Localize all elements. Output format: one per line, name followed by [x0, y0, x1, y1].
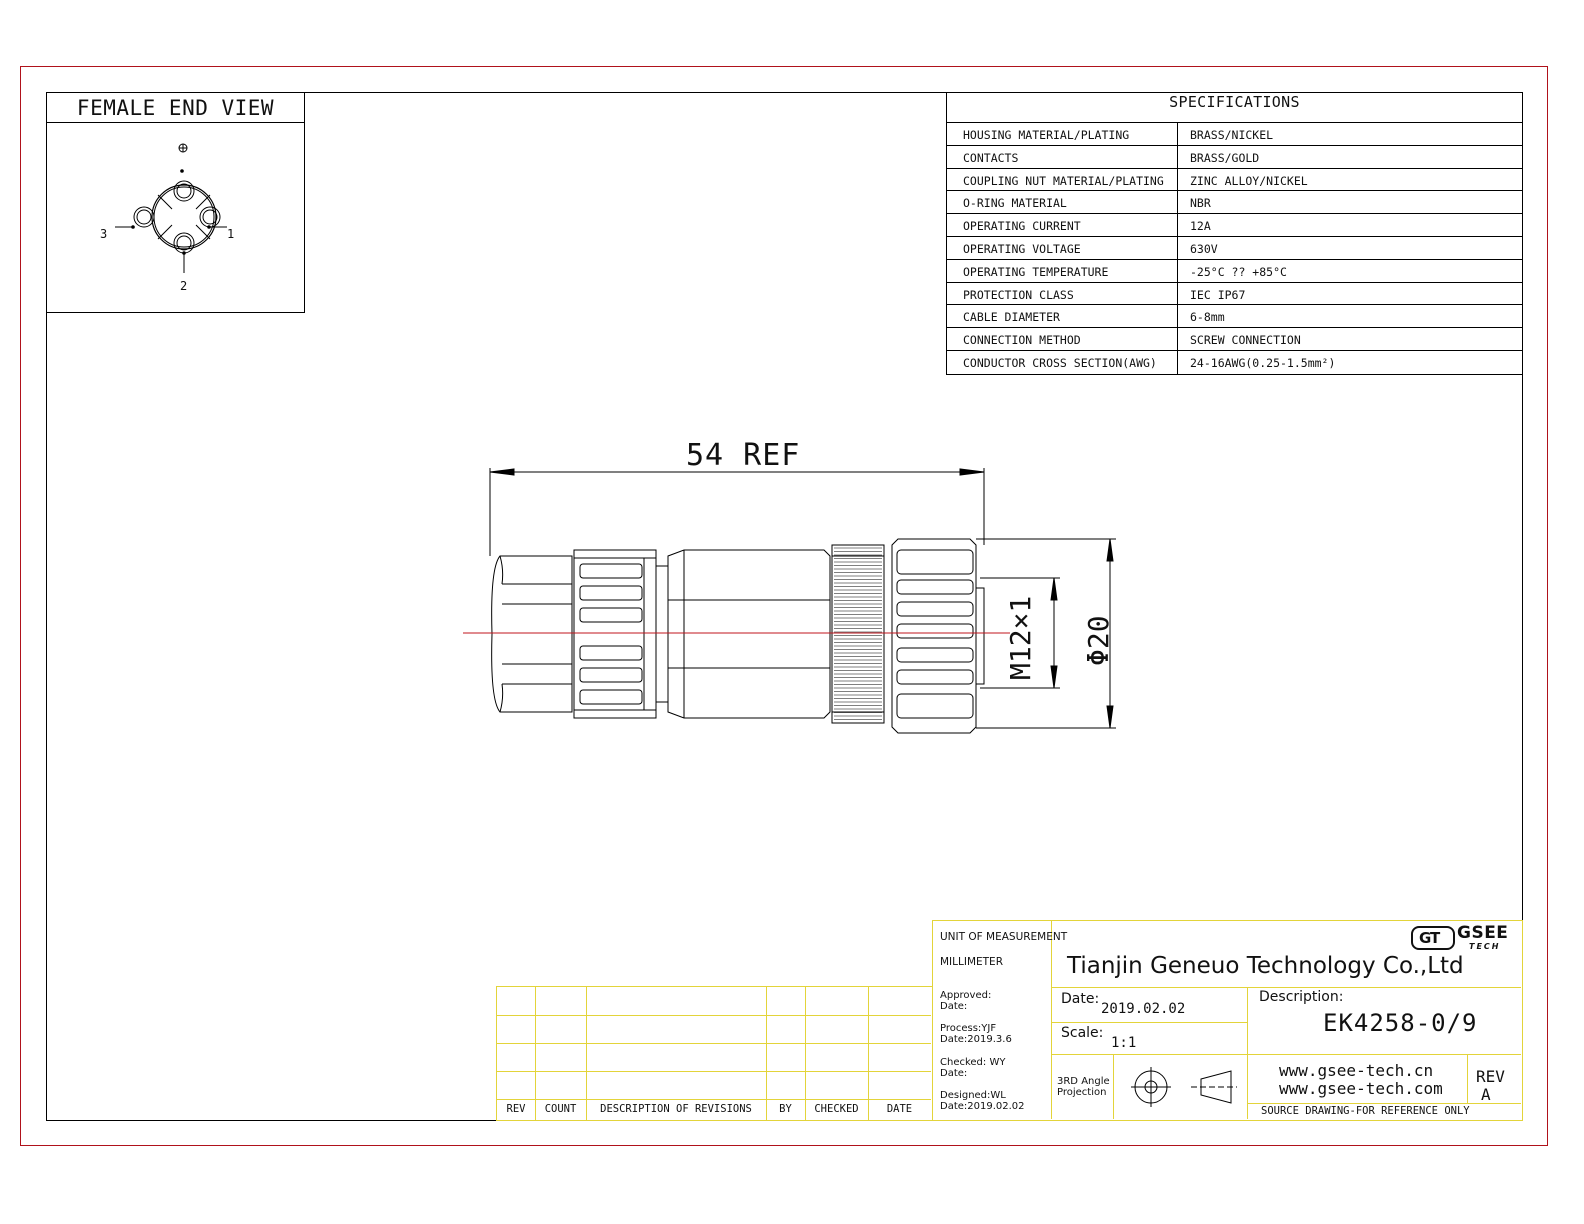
specifications-table: SPECIFICATIONS HOUSING MATERIAL/PLATING B… — [946, 92, 1523, 375]
spec-row: CONDUCTOR CROSS SECTION(AWG) 24-16AWG(0.2… — [947, 350, 1522, 374]
spec-key: OPERATING VOLTAGE — [947, 236, 1178, 259]
projection-line-1: 3RD Angle — [1057, 1076, 1110, 1087]
approved-label: Approved: — [940, 990, 992, 1001]
spec-key: OPERATING CURRENT — [947, 214, 1178, 236]
spec-row: PROTECTION CLASS IEC IP67 — [947, 282, 1522, 306]
rev-header: REV — [506, 1103, 526, 1115]
spec-row: O-RING MATERIAL NBR — [947, 191, 1522, 215]
spec-value: BRASS/GOLD — [1190, 150, 1260, 165]
specifications-rows: HOUSING MATERIAL/PLATING BRASS/NICKEL CONT… — [947, 123, 1522, 374]
designed-date: Date:2019.02.02 — [940, 1101, 1025, 1112]
spec-value: ZINC ALLOY/NICKEL — [1190, 173, 1308, 188]
spec-key: CONDUCTOR CROSS SECTION(AWG) — [947, 350, 1178, 374]
spec-row: COUPLING NUT MATERIAL/PLATING ZINC ALLOY/… — [947, 168, 1522, 192]
female-end-view-title: FEMALE END VIEW — [47, 93, 304, 123]
third-angle-projection-symbol — [1131, 1067, 1237, 1107]
pin-label-2: 2 — [180, 279, 188, 293]
coupling-nut — [891, 538, 977, 734]
arrow-right — [959, 468, 985, 476]
company-name: Tianjin Geneuo Technology Co.,Ltd — [1067, 953, 1464, 979]
scale-value: 1:1 — [1111, 1035, 1137, 1051]
spec-key: HOUSING MATERIAL/PLATING — [947, 123, 1178, 145]
spec-key: PROTECTION CLASS — [947, 282, 1178, 305]
rev-label: REV — [1476, 1067, 1505, 1086]
spec-value: SCREW CONNECTION — [1190, 333, 1301, 348]
checked-header: CHECKED — [814, 1103, 859, 1115]
thread-dimension-label: M12×1 — [1004, 595, 1037, 680]
part-number: EK4258-0/9 — [1323, 1009, 1478, 1037]
unit-value: MILLIMETER — [940, 956, 1003, 968]
unit-label: UNIT OF MEASUREMENT — [940, 931, 1068, 943]
projection-line-2: Projection — [1057, 1087, 1107, 1098]
approved-date-label: Date: — [940, 1001, 968, 1012]
description-header: DESCRIPTION OF REVISIONS — [600, 1103, 752, 1115]
spec-value: 12A — [1190, 219, 1211, 234]
count-header: COUNT — [544, 1103, 577, 1115]
revision-table: REV COUNT DESCRIPTION OF REVISIONS BY CH… — [496, 986, 933, 1121]
spec-value: 630V — [1190, 241, 1218, 256]
rev-value: A — [1481, 1085, 1491, 1104]
logo-subtext: TECH — [1469, 942, 1501, 951]
description-label: Description: — [1259, 989, 1344, 1005]
spec-key: O-RING MATERIAL — [947, 191, 1178, 214]
specifications-title: SPECIFICATIONS — [947, 93, 1522, 123]
spec-value: 6-8mm — [1190, 310, 1225, 325]
date-label: Date: — [1061, 991, 1100, 1007]
date-value: 2019.02.02 — [1101, 1001, 1186, 1017]
spec-row: CABLE DIAMETER 6-8mm — [947, 305, 1522, 329]
logo-text: GSEE — [1457, 923, 1509, 943]
checked-date: Date: — [940, 1068, 968, 1079]
spec-value: 24-16AWG(0.25-1.5mm²) — [1190, 355, 1336, 370]
spec-key: OPERATING TEMPERATURE — [947, 259, 1178, 282]
spec-row: OPERATING CURRENT 12A — [947, 214, 1522, 237]
spec-row: HOUSING MATERIAL/PLATING BRASS/NICKEL — [947, 123, 1522, 146]
spec-value: BRASS/NICKEL — [1190, 128, 1274, 142]
title-block: UNIT OF MEASUREMENT MILLIMETER Tianjin G… — [932, 920, 1523, 1121]
website-com: www.gsee-tech.com — [1279, 1079, 1443, 1098]
clamp-nut — [573, 549, 657, 719]
spec-row: OPERATING VOLTAGE 630V — [947, 236, 1522, 260]
logo-mark-text: GT — [1419, 929, 1440, 947]
source-note: SOURCE DRAWING-FOR REFERENCE ONLY — [1261, 1105, 1470, 1117]
process-label: Process:YJF — [940, 1023, 997, 1034]
spec-key: CONNECTION METHOD — [947, 328, 1178, 350]
spec-value: NBR — [1190, 196, 1211, 211]
checked-label: Checked: WY — [940, 1057, 1006, 1068]
designed-label: Designed:WL — [940, 1090, 1006, 1101]
spec-row: CONTACTS BRASS/GOLD — [947, 145, 1522, 169]
spec-key: COUPLING NUT MATERIAL/PLATING — [947, 168, 1178, 191]
spec-row: CONNECTION METHOD SCREW CONNECTION — [947, 328, 1522, 351]
process-date: Date:2019.3.6 — [940, 1034, 1012, 1045]
female-end-view-panel: FEMALE END VIEW 1 — [46, 92, 305, 313]
connector-body — [667, 549, 831, 719]
spec-row: OPERATING TEMPERATURE -25°C ?? +85°C — [947, 259, 1522, 283]
pin-label-1: 1 — [227, 227, 235, 241]
gland-body — [491, 555, 573, 713]
scale-label: Scale: — [1061, 1025, 1104, 1041]
arrow-left — [489, 468, 515, 476]
website-cn: www.gsee-tech.cn — [1279, 1061, 1434, 1080]
female-end-view-diagram — [115, 143, 227, 273]
spec-value: IEC IP67 — [1190, 287, 1246, 302]
spec-key: CABLE DIAMETER — [947, 305, 1178, 328]
length-dimension-label: 54 REF — [686, 438, 801, 473]
spec-value: -25°C ?? +85°C — [1190, 264, 1287, 279]
pin-label-3: 3 — [100, 227, 108, 241]
by-header: BY — [779, 1103, 792, 1115]
knurled-coupling-ring — [831, 544, 885, 724]
logo-mark: GT — [1411, 926, 1455, 950]
drawing-outer-frame — [20, 66, 1548, 1146]
spec-key: CONTACTS — [947, 145, 1178, 168]
date-header: DATE — [886, 1103, 913, 1115]
diameter-dimension-label: Φ20 — [1082, 615, 1115, 666]
